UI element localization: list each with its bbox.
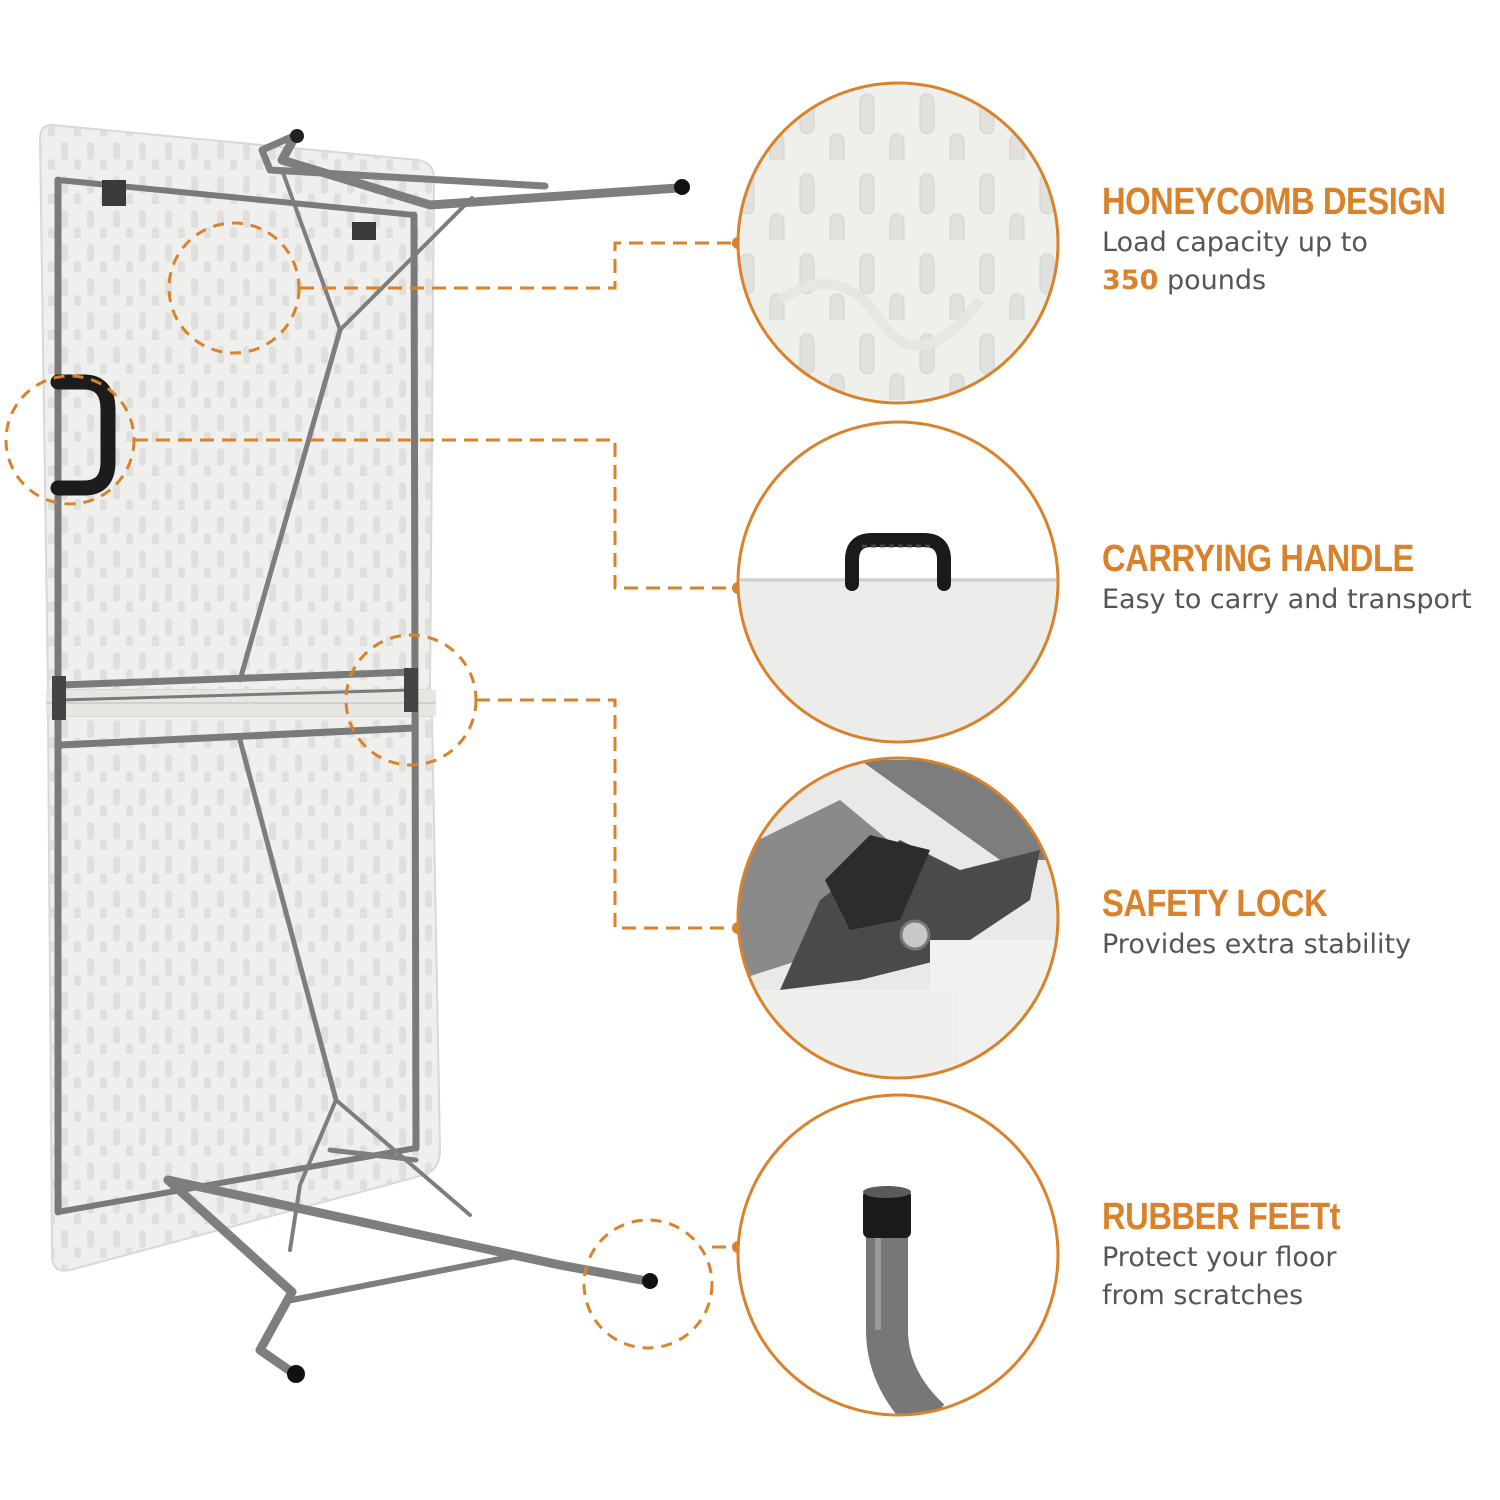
feature-rubber-feet: RUBBER FEETt Protect your floor from scr… — [1102, 1195, 1498, 1315]
feature-description: Load capacity up to 350 pounds — [1102, 224, 1498, 300]
feature-carrying-handle: CARRYING HANDLE Easy to carry and transp… — [1102, 537, 1498, 619]
table-side-handle — [50, 374, 116, 496]
feature-title: CARRYING HANDLE — [1102, 538, 1414, 580]
feature-title: RUBBER FEETt — [1102, 1196, 1341, 1238]
detail-safety-lock — [736, 756, 1060, 1080]
feature-description: Easy to carry and transport — [1102, 581, 1498, 619]
callout-marker-feet — [582, 1218, 714, 1350]
folding-table — [38, 123, 690, 1383]
callout-marker-honeycomb — [167, 221, 301, 355]
feature-desc-line: Load capacity up to — [1102, 227, 1368, 258]
feature-title: SAFETY LOCK — [1102, 883, 1328, 925]
detail-honeycomb — [736, 81, 1060, 405]
feature-desc-line: Easy to carry and transport — [1102, 584, 1472, 615]
connector-honeycomb — [300, 241, 738, 290]
capacity-value: 350 — [1102, 265, 1159, 296]
feature-desc-line: 350 pounds — [1102, 262, 1498, 300]
detail-rubber-feet — [736, 1093, 1060, 1417]
connector-handle — [134, 438, 738, 590]
feature-safety-lock: SAFETY LOCK Provides extra stability — [1102, 882, 1498, 964]
feature-honeycomb: HONEYCOMB DESIGN Load capacity up to 350… — [1102, 180, 1498, 300]
feature-description: Provides extra stability — [1102, 926, 1498, 964]
feature-desc-line: Protect your floor — [1102, 1242, 1337, 1273]
hinge-lock — [52, 668, 418, 720]
feature-desc-line: Provides extra stability — [1102, 929, 1412, 960]
capacity-unit: pounds — [1158, 265, 1267, 296]
detail-handle — [736, 420, 1060, 744]
connector-lock — [476, 698, 738, 930]
feature-desc-line: from scratches — [1102, 1280, 1304, 1311]
feature-description: Protect your floor from scratches — [1102, 1239, 1498, 1315]
feature-title: HONEYCOMB DESIGN — [1102, 181, 1446, 223]
